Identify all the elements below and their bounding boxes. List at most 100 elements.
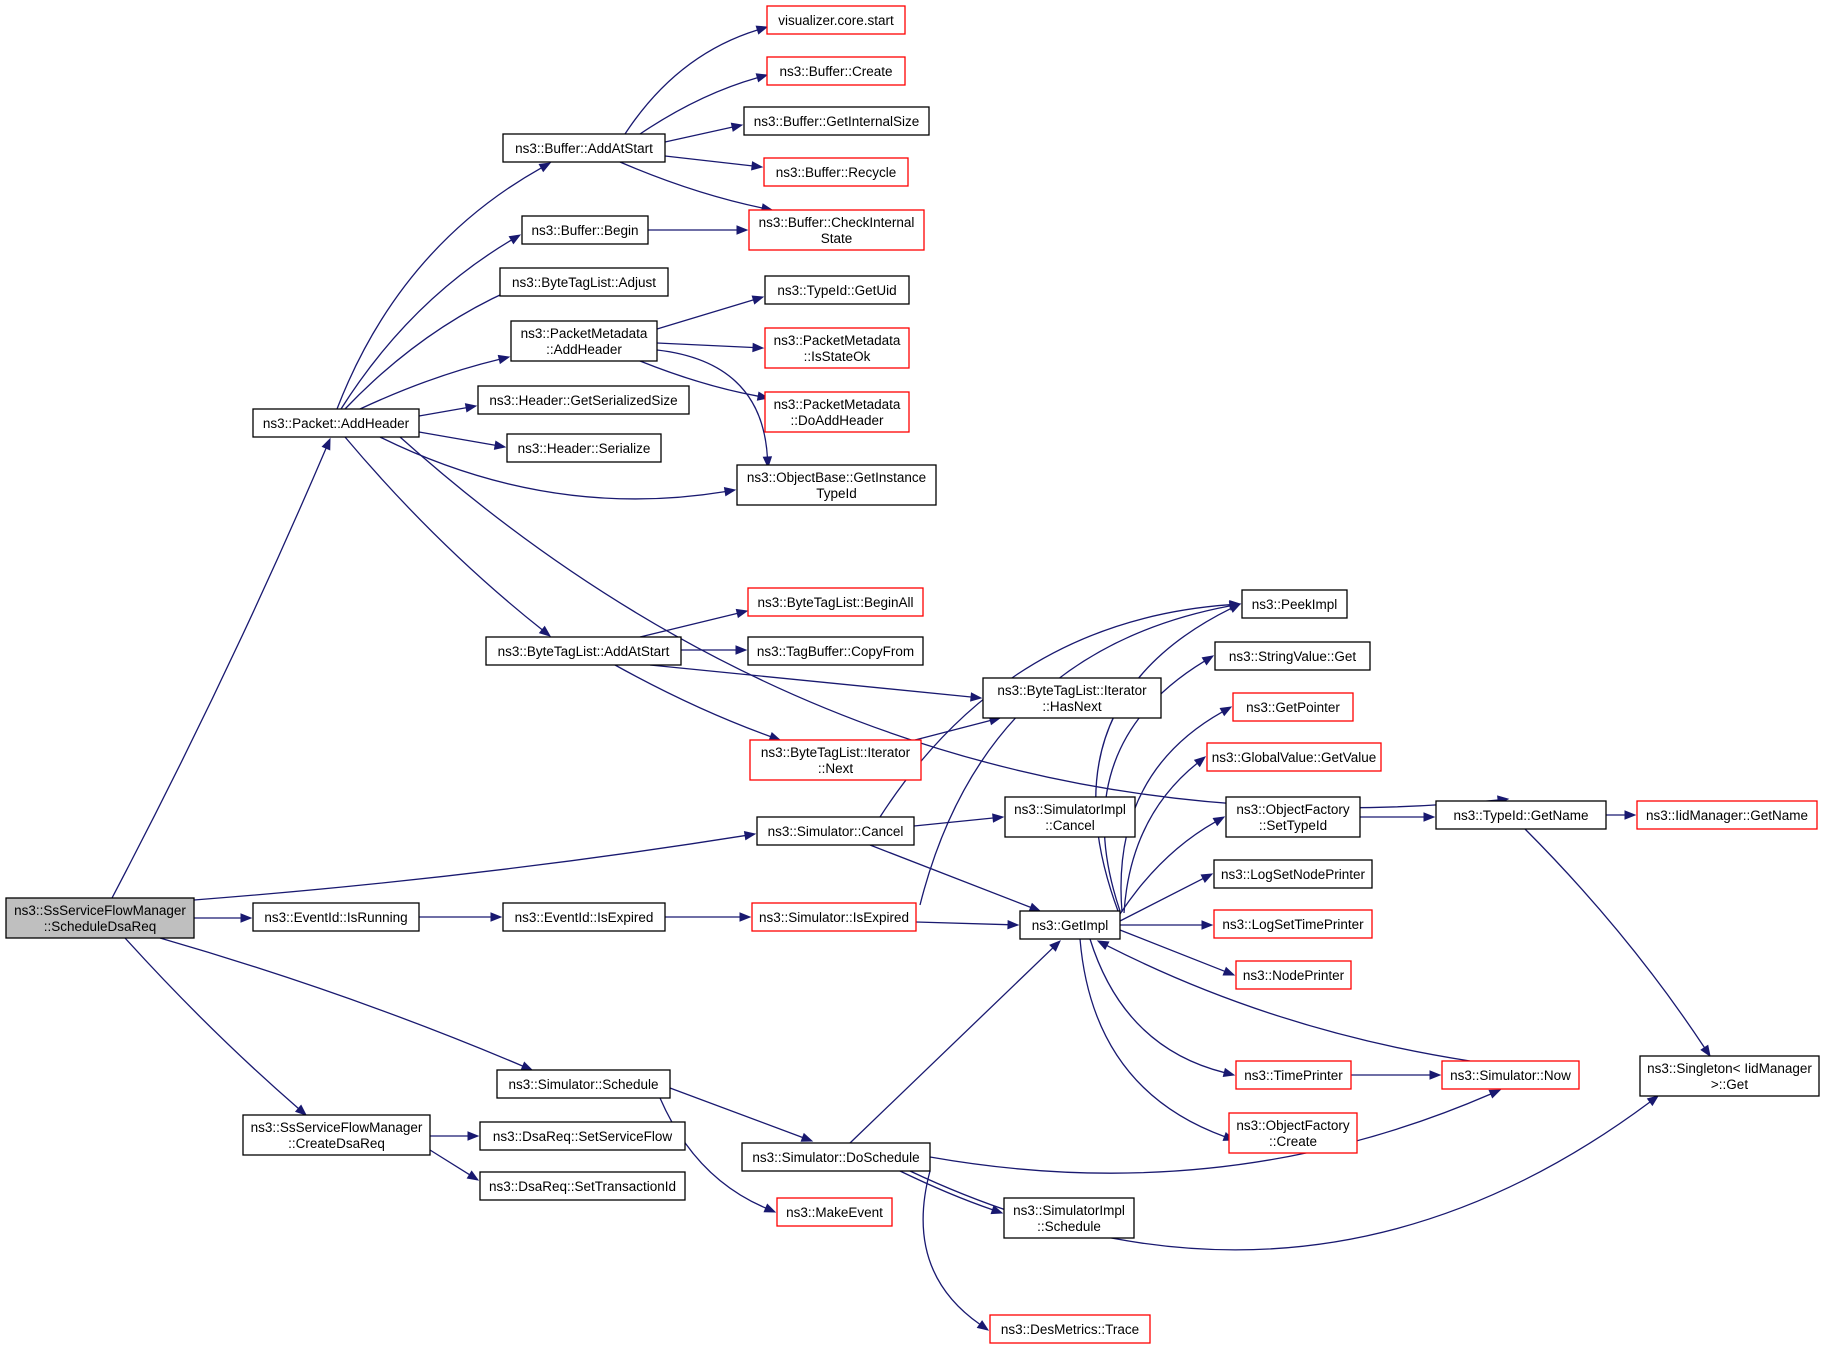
- node-box: [989, 1314, 1151, 1344]
- node-n21[interactable]: ns3::ByteTagList::BeginAll: [747, 587, 924, 617]
- node-label: ns3::Packet::AddHeader: [263, 416, 410, 431]
- node-label: ns3::SsServiceFlowManager: [14, 903, 186, 918]
- edge-n20-n23: [649, 664, 983, 702]
- arrowhead: [751, 161, 764, 171]
- edge-n43-n45: [899, 1170, 1004, 1215]
- arrowhead: [1028, 902, 1042, 912]
- edge-n0-n1: [111, 437, 331, 899]
- edge-n42-n44: [659, 1097, 777, 1213]
- node-n4[interactable]: ns3::Buffer::Create: [766, 56, 906, 86]
- node-label: ns3::DsaReq::SetServiceFlow: [493, 1129, 673, 1144]
- node-label: ::SetTypeId: [1259, 818, 1327, 833]
- edge-line: [664, 155, 753, 167]
- node-n2[interactable]: ns3::Buffer::AddAtStart: [502, 133, 666, 163]
- node-box: [479, 1171, 686, 1201]
- node-label: ns3::NodePrinter: [1243, 968, 1345, 983]
- node-n31[interactable]: ns3::GlobalValue::GetValue: [1206, 742, 1382, 772]
- node-n25[interactable]: ns3::Simulator::Cancel: [756, 816, 915, 846]
- edge-n47-n48: [430, 1131, 480, 1141]
- node-n42[interactable]: ns3::Simulator::Schedule: [496, 1069, 671, 1099]
- arrowhead: [768, 731, 782, 741]
- node-box: [766, 5, 906, 35]
- node-n38[interactable]: ns3::ObjectFactory::Create: [1228, 1112, 1358, 1154]
- node-n27[interactable]: ns3::GetImpl: [1019, 910, 1121, 940]
- node-n18[interactable]: ns3::IidManager::GetName: [1636, 800, 1818, 830]
- node-n34[interactable]: ns3::LogSetTimePrinter: [1213, 909, 1373, 939]
- node-n49[interactable]: ns3::DsaReq::SetTransactionId: [479, 1171, 686, 1201]
- node-label: ns3::SimulatorImpl: [1014, 802, 1126, 817]
- node-n20[interactable]: ns3::ByteTagList::AddAtStart: [485, 636, 682, 666]
- node-n37[interactable]: ns3::Simulator::Now: [1441, 1060, 1580, 1090]
- arrowhead: [763, 1203, 777, 1213]
- node-box: [1228, 1112, 1358, 1154]
- node-n12[interactable]: ns3::PacketMetadata::IsStateOk: [764, 327, 910, 369]
- node-n47[interactable]: ns3::SsServiceFlowManager::CreateDsaReq: [242, 1114, 431, 1156]
- edge-n27-n33: [1119, 873, 1214, 922]
- node-label: ns3::DsaReq::SetTransactionId: [489, 1179, 676, 1194]
- node-box: [1214, 641, 1371, 671]
- node-n40[interactable]: ns3::EventId::IsExpired: [502, 902, 666, 932]
- edge-line: [614, 664, 771, 738]
- node-box: [776, 1197, 893, 1227]
- node-label: ns3::SsServiceFlowManager: [251, 1120, 423, 1135]
- node-n29[interactable]: ns3::StringValue::Get: [1214, 641, 1371, 671]
- node-box: [1241, 589, 1348, 619]
- node-label: ns3::ByteTagList::Iterator: [761, 745, 911, 760]
- node-n19[interactable]: ns3::Singleton< IidManager>::Get: [1639, 1055, 1820, 1097]
- node-label: ns3::IidManager::GetName: [1646, 808, 1808, 823]
- node-n45[interactable]: ns3::SimulatorImpl::Schedule: [1003, 1197, 1135, 1239]
- arrowhead: [990, 1205, 1004, 1215]
- node-n35[interactable]: ns3::NodePrinter: [1235, 960, 1352, 990]
- edge-line: [193, 834, 746, 901]
- edge-line: [619, 161, 763, 209]
- node-n32[interactable]: ns3::ObjectFactory::SetTypeId: [1225, 796, 1361, 838]
- node-n43[interactable]: ns3::Simulator::DoSchedule: [741, 1142, 931, 1172]
- edge-line: [159, 937, 524, 1067]
- node-n0[interactable]: ns3::SsServiceFlowManager::ScheduleDsaRe…: [5, 897, 195, 939]
- node-n28[interactable]: ns3::PeekImpl: [1241, 589, 1348, 619]
- node-n22[interactable]: ns3::TagBuffer::CopyFrom: [747, 636, 924, 666]
- edge-n25-n27: [869, 844, 1042, 912]
- node-n13[interactable]: ns3::PacketMetadata::DoAddHeader: [764, 391, 910, 433]
- arrowhead: [1222, 966, 1236, 976]
- node-n11[interactable]: ns3::TypeId::GetUid: [764, 275, 910, 305]
- node-label: ::Schedule: [1037, 1219, 1101, 1234]
- node-n24[interactable]: ns3::ByteTagList::Iterator::Next: [749, 739, 922, 781]
- node-n8[interactable]: ns3::Buffer::Begin: [521, 215, 649, 245]
- edge-n17-n19: [1524, 828, 1711, 1058]
- edge-n27-n29: [1103, 655, 1215, 912]
- arrowhead: [751, 295, 765, 305]
- node-n6[interactable]: ns3::Buffer::Recycle: [763, 157, 909, 187]
- node-n15[interactable]: ns3::Header::GetSerializedSize: [477, 385, 690, 415]
- node-n10[interactable]: ns3::PacketMetadata::AddHeader: [510, 320, 658, 362]
- node-n44[interactable]: ns3::MakeEvent: [776, 1197, 893, 1227]
- node-n46[interactable]: ns3::DesMetrics::Trace: [989, 1314, 1151, 1344]
- node-label: ::Create: [1269, 1134, 1317, 1149]
- node-n48[interactable]: ns3::DsaReq::SetServiceFlow: [479, 1121, 686, 1151]
- node-label: ns3::EventId::IsExpired: [515, 910, 654, 925]
- edge-line: [624, 29, 758, 135]
- node-n3[interactable]: visualizer.core.start: [766, 5, 906, 35]
- node-n23[interactable]: ns3::ByteTagList::Iterator::HasNext: [982, 677, 1162, 719]
- node-n17[interactable]: ns3::TypeId::GetName: [1435, 800, 1607, 830]
- node-box: [1232, 692, 1354, 722]
- node-box: [1003, 1197, 1135, 1239]
- node-n5[interactable]: ns3::Buffer::GetInternalSize: [743, 106, 930, 136]
- arrowhead: [1423, 812, 1436, 822]
- node-n9[interactable]: ns3::ByteTagList::Adjust: [499, 267, 669, 297]
- node-n39[interactable]: ns3::EventId::IsRunning: [252, 902, 420, 932]
- node-n1[interactable]: ns3::Packet::AddHeader: [252, 408, 420, 438]
- node-n16[interactable]: ns3::Header::Serialize: [506, 433, 662, 463]
- arrowhead: [508, 234, 522, 245]
- node-n36[interactable]: ns3::TimePrinter: [1235, 1060, 1352, 1090]
- node-n30[interactable]: ns3::GetPointer: [1232, 692, 1354, 722]
- arrowhead: [467, 1131, 480, 1141]
- arrowhead: [538, 162, 552, 173]
- arrowhead: [730, 122, 744, 132]
- node-label: ::ScheduleDsaReq: [44, 919, 157, 934]
- node-n33[interactable]: ns3::LogSetNodePrinter: [1213, 859, 1373, 889]
- node-n26[interactable]: ns3::SimulatorImpl::Cancel: [1004, 796, 1136, 838]
- node-n41[interactable]: ns3::Simulator::IsExpired: [751, 902, 917, 932]
